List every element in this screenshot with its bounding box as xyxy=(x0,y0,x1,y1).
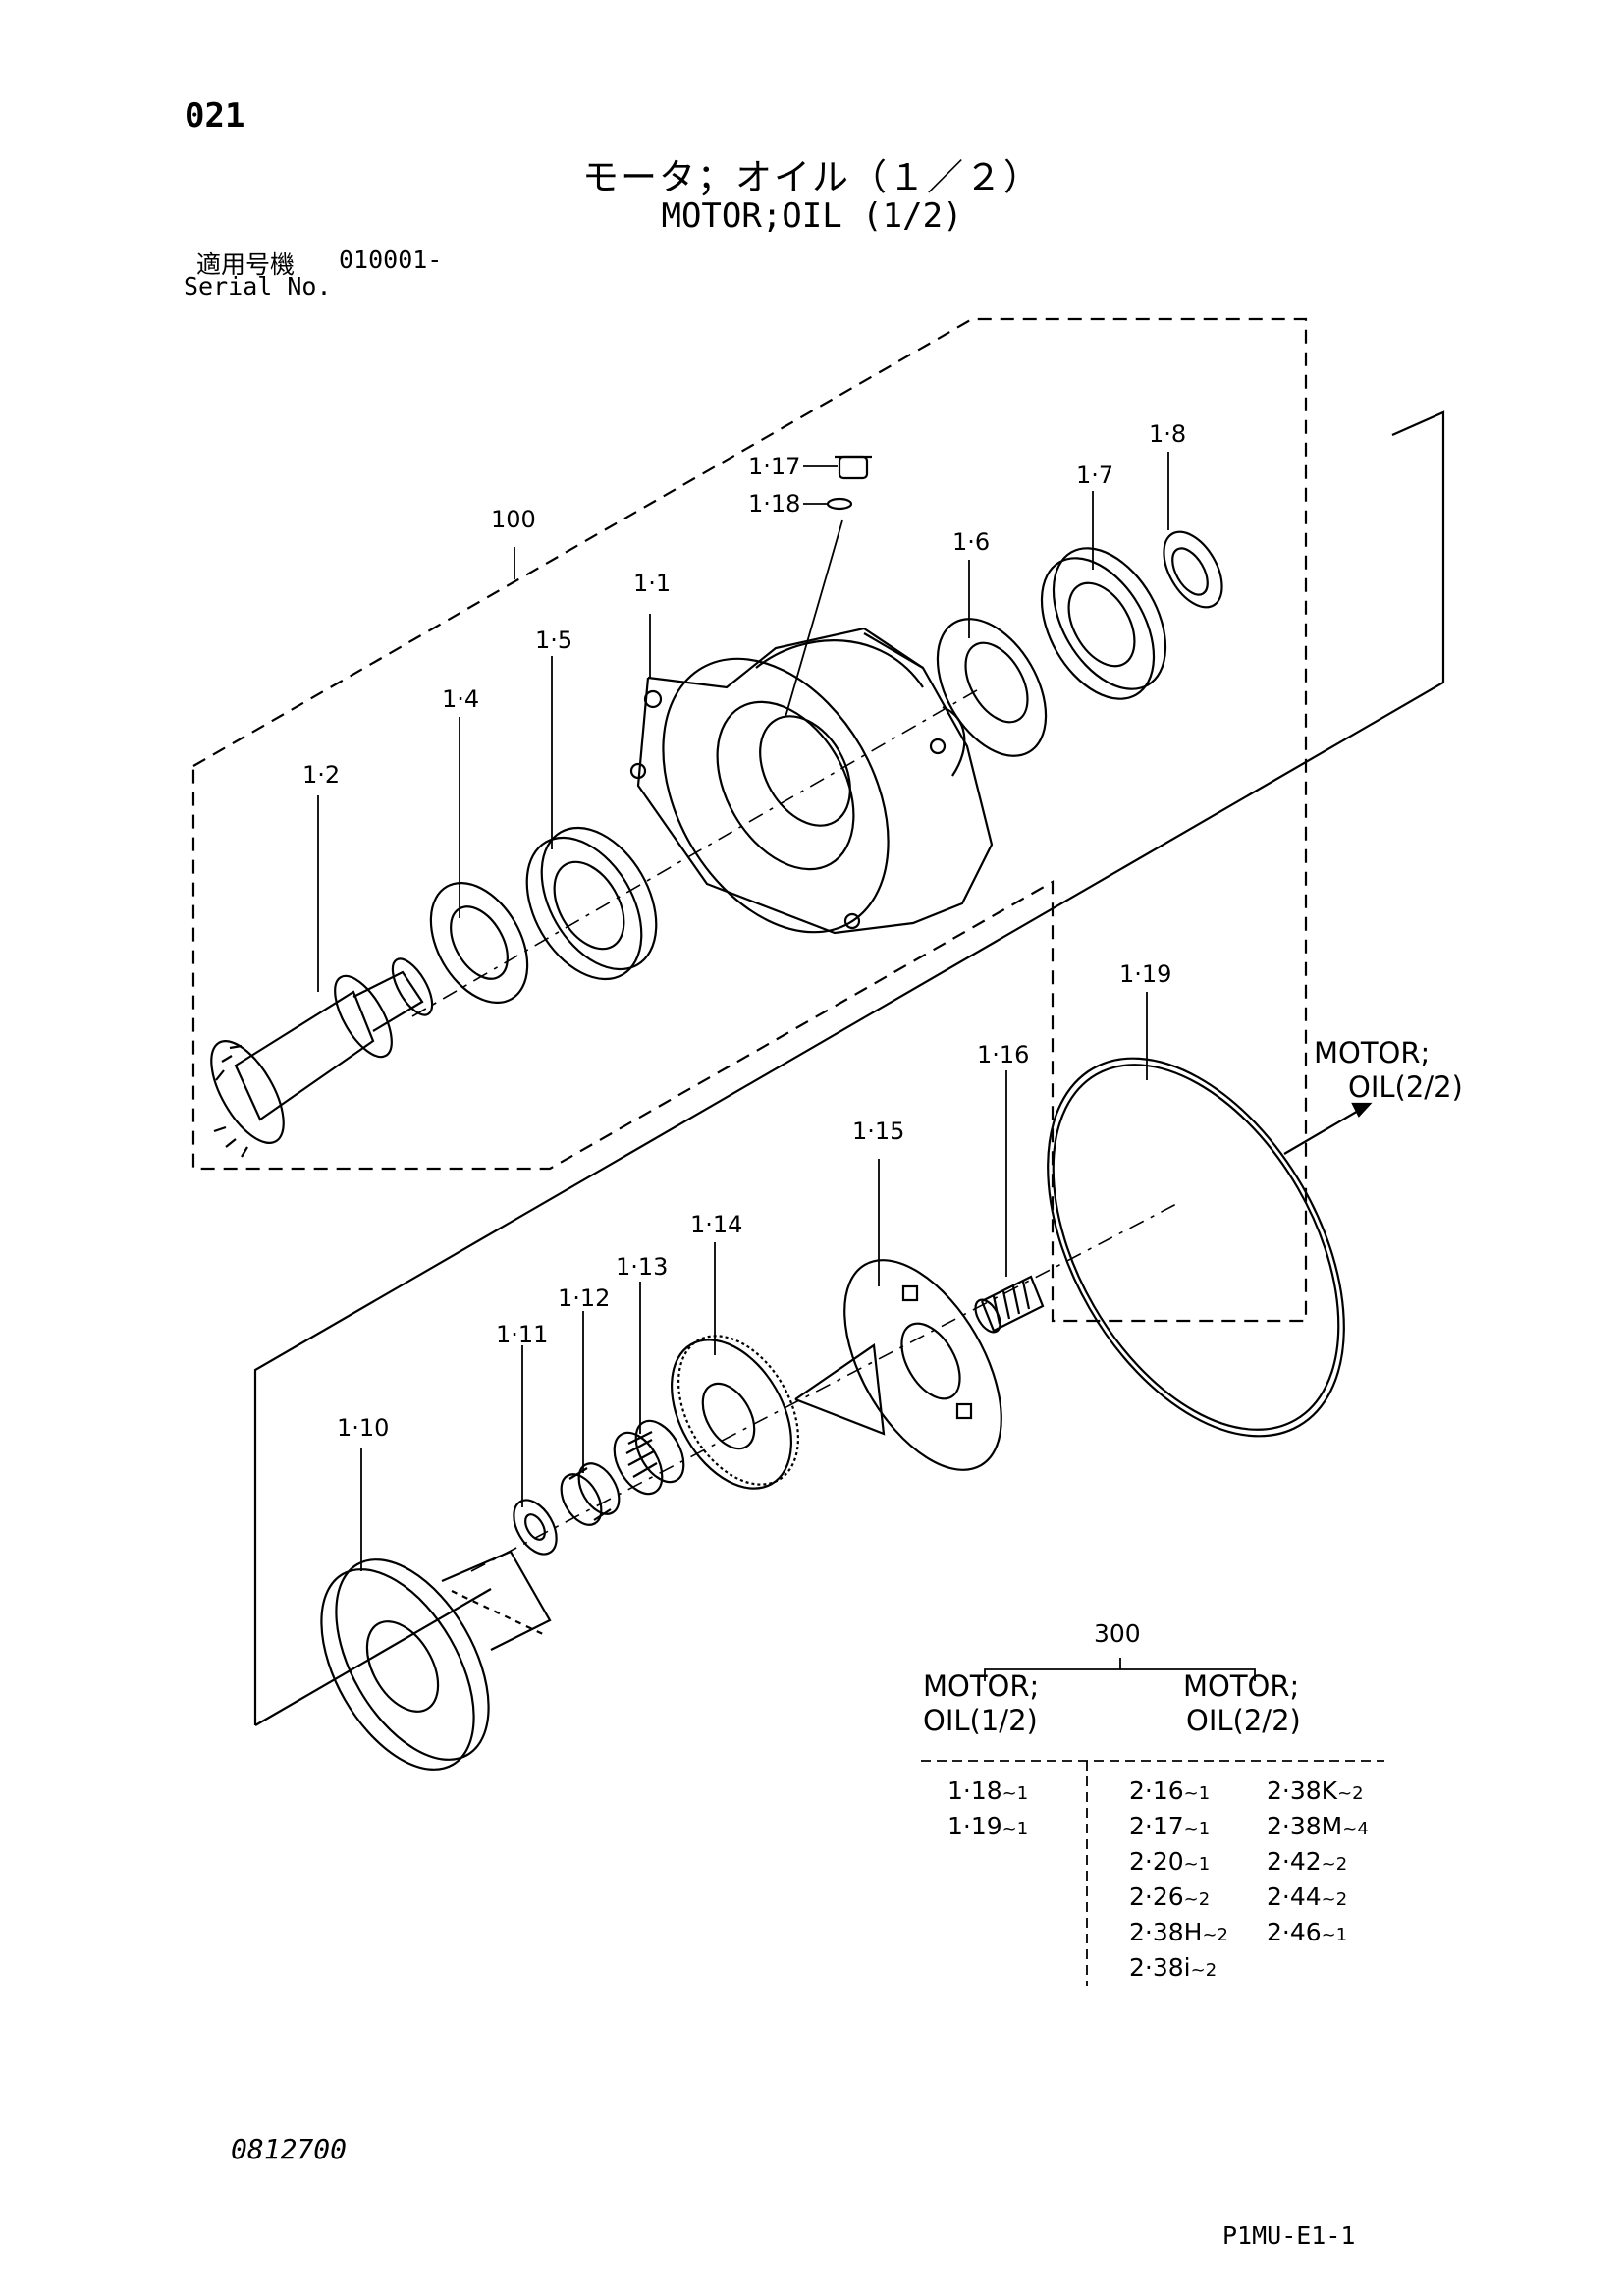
callout-1-18: 1·18 xyxy=(748,490,800,518)
center-axis-lines xyxy=(411,686,1179,1572)
page-title-en: MOTOR;OIL (1/2) xyxy=(661,196,963,236)
serial-label-jp: 適用号機 xyxy=(196,250,296,279)
callout-1-2: 1·2 xyxy=(302,761,340,789)
kit-col2a-item: 2·38H~2 xyxy=(1129,1918,1228,1946)
part-1-17-plug xyxy=(835,455,872,480)
part-1-1-housing xyxy=(629,627,994,935)
serial-value: 010001- xyxy=(339,246,443,274)
serial-label-en: Serial No. xyxy=(184,272,332,301)
callout-100: 100 xyxy=(491,506,536,533)
callout-1-12: 1·12 xyxy=(558,1284,610,1312)
kit-table-lines xyxy=(921,1658,1384,1986)
leader-lines xyxy=(317,452,1169,1571)
part-1-16-spline-shaft xyxy=(974,1275,1045,1334)
kit-col2b-item: 2·38K~2 xyxy=(1267,1776,1364,1805)
part-1-7-bearing xyxy=(1040,547,1167,700)
kit-col2-line2: OIL(2/2) xyxy=(1186,1704,1301,1737)
footer-code: 0812700 xyxy=(231,2133,348,2165)
kit-number: 300 xyxy=(1094,1619,1141,1648)
part-1-18-o-ring xyxy=(826,497,853,511)
kit-col2-line1: MOTOR; xyxy=(1183,1669,1299,1703)
callout-1-14: 1·14 xyxy=(690,1211,742,1238)
part-1-8-snap-ring xyxy=(1163,530,1223,609)
kit-col2a-item: 2·16~1 xyxy=(1129,1776,1210,1805)
continuation-arrow xyxy=(1283,1102,1373,1155)
part-1-19-o-ring xyxy=(1047,1057,1345,1438)
callout-1-15: 1·15 xyxy=(852,1118,904,1145)
part-1-15-thrust-plate xyxy=(794,1259,1002,1471)
callout-1-1: 1·1 xyxy=(633,570,671,597)
kit-col1-line2: OIL(1/2) xyxy=(923,1704,1038,1737)
callout-1-8: 1·8 xyxy=(1149,420,1186,448)
kit-col2a-item: 2·17~1 xyxy=(1129,1812,1210,1840)
part-1-14-planet-gear xyxy=(670,1335,800,1490)
assembly-100-boundary xyxy=(191,317,1308,1323)
callout-1-4: 1·4 xyxy=(442,685,479,713)
kit-col2a-item: 2·26~2 xyxy=(1129,1883,1210,1911)
callout-1-13: 1·13 xyxy=(616,1253,668,1281)
part-1-2-pinion-shaft xyxy=(210,957,434,1158)
page-number: 021 xyxy=(185,96,245,136)
callout-1-6: 1·6 xyxy=(952,528,990,556)
kit-col2b-item: 2·42~2 xyxy=(1267,1847,1347,1876)
kit-col1-item: 1·19~1 xyxy=(947,1812,1028,1840)
kit-col2b-item: 2·38M~4 xyxy=(1267,1812,1369,1840)
part-1-13-needle-bearing xyxy=(613,1419,685,1496)
page-title-jp: モータ；オイル（１／２） xyxy=(582,156,1042,198)
part-1-5-bearing xyxy=(525,826,658,981)
callout-1-17: 1·17 xyxy=(748,453,800,480)
part-1-11-thrust-washer xyxy=(513,1499,558,1556)
kit-col2b-item: 2·44~2 xyxy=(1267,1883,1347,1911)
callout-1-11: 1·11 xyxy=(496,1321,548,1348)
callout-1-10: 1·10 xyxy=(337,1414,389,1442)
callout-1-5: 1·5 xyxy=(535,627,572,654)
kit-col2a-item: 2·38i~2 xyxy=(1129,1953,1217,1982)
kit-col2a-item: 2·20~1 xyxy=(1129,1847,1210,1876)
arrow-ref-line1: MOTOR; xyxy=(1314,1036,1430,1069)
kit-col1-line1: MOTOR; xyxy=(923,1669,1039,1703)
callout-1-16: 1·16 xyxy=(977,1041,1029,1068)
callout-1-19: 1·19 xyxy=(1119,960,1171,988)
arrow-ref-line2: OIL(2/2) xyxy=(1348,1070,1463,1104)
part-1-12-bushing xyxy=(560,1462,621,1526)
callout-1-7: 1·7 xyxy=(1076,462,1113,489)
part-1-10-carrier xyxy=(320,1550,552,1771)
kit-col1-item: 1·18~1 xyxy=(947,1776,1028,1805)
footer-ref: P1MU-E1-1 xyxy=(1222,2221,1356,2250)
part-1-6-oil-seal xyxy=(936,618,1048,757)
kit-col2b-item: 2·46~1 xyxy=(1267,1918,1347,1946)
solid-bracket-lines xyxy=(253,410,1445,1726)
